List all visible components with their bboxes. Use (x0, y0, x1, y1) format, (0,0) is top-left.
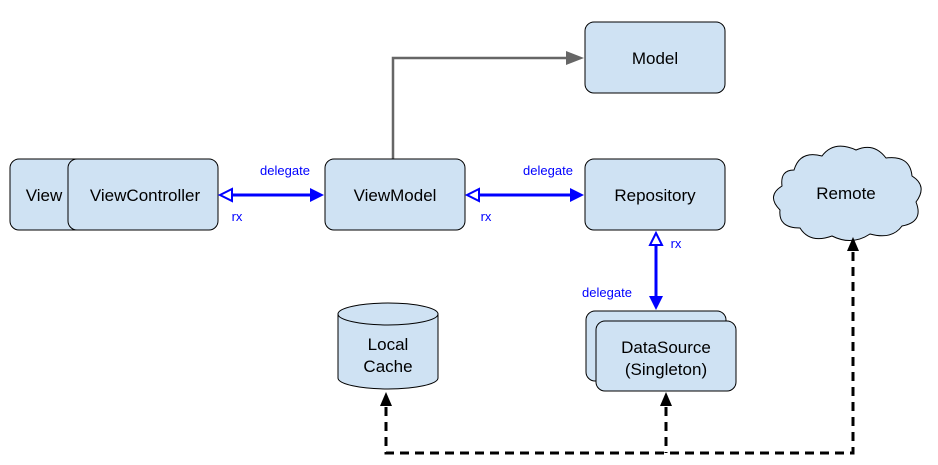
vm-repo-delegate-label: delegate (523, 163, 573, 178)
model-box[interactable] (584, 21, 726, 94)
vm-repo-rx-label: rx (481, 209, 492, 224)
repository-label: Repository (614, 186, 696, 205)
remote-label: Remote (816, 184, 876, 203)
vm-repo-rx-arrowhead (464, 187, 480, 203)
vc-vm-delegate-label: delegate (260, 163, 310, 178)
vc-vm-rx-arrowhead (217, 187, 233, 203)
repo-ds-delegate-label: delegate (582, 285, 632, 300)
local-cache-arrowhead (380, 392, 392, 406)
vc-vm-delegate-arrowhead (310, 188, 324, 202)
datasource-label-line2: (Singleton) (625, 360, 707, 379)
repo-ds-delegate-arrowhead (649, 296, 663, 310)
repository-box[interactable] (584, 158, 726, 231)
remote-cloud[interactable] (773, 145, 922, 241)
viewmodel-to-model-arrowhead (566, 51, 584, 65)
view-label: View (26, 186, 63, 205)
datasource-arrowhead (660, 392, 672, 406)
local-cache-label-line1: Local (368, 335, 409, 354)
model-label: Model (632, 49, 678, 68)
datasource-box[interactable] (595, 320, 737, 392)
datasource-label-line1: DataSource (621, 338, 711, 357)
repo-ds-rx-arrowhead (648, 230, 664, 246)
viewmodel-to-model-connector (391, 56, 578, 159)
viewmodel-label: ViewModel (354, 186, 437, 205)
viewmodel-box[interactable] (324, 158, 466, 231)
remote-arrowhead (847, 237, 859, 251)
vm-repo-delegate-arrowhead (570, 188, 584, 202)
local-cache-label-line2: Cache (363, 357, 412, 376)
remote-sync-dashed-connector (384, 252, 855, 455)
local-cache-cylinder[interactable] (337, 302, 439, 390)
viewcontroller-label: ViewController (90, 186, 201, 205)
viewcontroller-box[interactable] (67, 158, 219, 231)
repo-ds-rx-label: rx (671, 236, 682, 251)
vc-vm-rx-label: rx (232, 209, 243, 224)
